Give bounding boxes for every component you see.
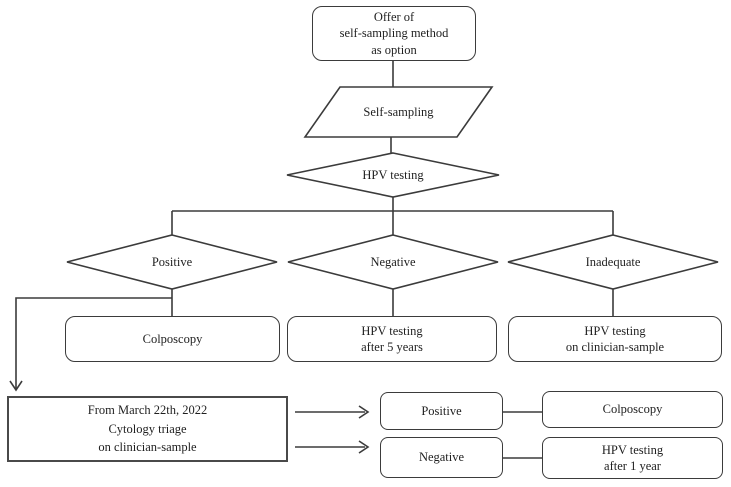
node-text-line: after 5 years <box>361 340 423 354</box>
node-self-sampling-label: Self-sampling <box>305 87 492 137</box>
node-text-line: after 1 year <box>604 459 661 473</box>
self-sampling-parallelogram <box>303 86 494 138</box>
node-text-line: HPV testing <box>584 323 646 338</box>
node-offer-self-sampling: Offer of self-sampling method as option <box>312 6 476 61</box>
node-triage-negative: Negative <box>380 437 503 478</box>
node-text-line: Inadequate <box>585 254 641 269</box>
node-cytology-triage: From March 22th, 2022 Cytology triage on… <box>7 396 288 462</box>
arrowhead-right-bottom-icon <box>358 440 370 454</box>
node-hpv-after-5-years: HPV testing after 5 years <box>287 316 497 362</box>
node-text-line: Negative <box>370 254 416 269</box>
node-triage-positive: Positive <box>380 392 503 430</box>
node-text-line: Self-sampling <box>363 104 434 119</box>
node-text-line: Colposcopy <box>602 402 663 417</box>
node-text-line: Offer of <box>373 9 415 24</box>
node-text-line: Positive <box>421 403 462 418</box>
node-text-line: on clinician-sample <box>98 440 197 455</box>
node-text-line: Positive <box>151 254 193 269</box>
node-text-line: HPV testing <box>362 167 424 182</box>
node-text-line: as option <box>371 42 417 57</box>
node-text-line: HPV testing <box>601 442 664 457</box>
node-text-line: Colposcopy <box>142 331 203 346</box>
node-text-line: From March 22th, 2022 <box>87 402 208 417</box>
arrowhead-down-icon <box>9 380 23 392</box>
node-text-line: self-sampling method <box>339 26 449 41</box>
node-text-line: HPV testing <box>361 323 423 338</box>
node-text-line: on clinician-sample <box>565 340 665 354</box>
node-colposcopy: Colposcopy <box>65 316 280 362</box>
node-hpv-testing-label: HPV testing <box>287 153 499 197</box>
node-hpv-clinician-sample: HPV testing on clinician-sample <box>508 316 722 362</box>
node-text-line: Negative <box>418 450 465 465</box>
node-text-line: Cytology triage <box>108 421 187 436</box>
node-negative-label: Negative <box>288 235 498 289</box>
node-triage-colposcopy: Colposcopy <box>542 391 723 428</box>
connector-positive-cytology <box>15 297 172 389</box>
node-hpv-after-1-year: HPV testing after 1 year <box>542 437 723 479</box>
arrowhead-right-top-icon <box>358 405 370 419</box>
node-inadequate-label: Inadequate <box>508 235 718 289</box>
node-positive-label: Positive <box>67 235 277 289</box>
